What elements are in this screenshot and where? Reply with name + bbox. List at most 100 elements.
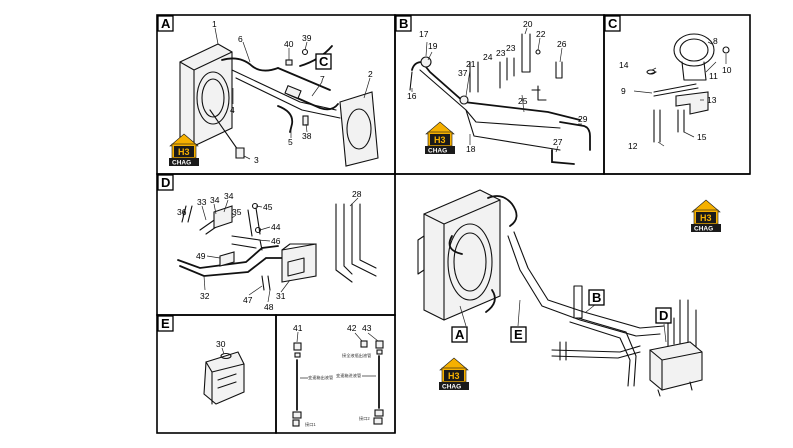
callout-11: 11	[709, 71, 718, 81]
hose-7	[287, 93, 339, 111]
callout-28: 28	[352, 189, 362, 199]
note-1: 接全液瓶出液管	[342, 352, 371, 359]
callout-34-a: 34	[210, 195, 220, 205]
callout-3: 3	[254, 155, 259, 165]
callout-27: 27	[553, 137, 563, 147]
svg-text:CHAG: CHAG	[172, 160, 191, 167]
callout-14: 14	[619, 60, 629, 70]
panel-d-drawing	[177, 197, 377, 303]
panel-b-drawing	[409, 27, 591, 165]
callout-30: 30	[216, 339, 226, 349]
callout-45: 45	[263, 202, 273, 212]
callout-39: 39	[302, 33, 312, 43]
callout-34-b: 34	[224, 191, 234, 201]
callout-41: 41	[293, 323, 303, 333]
callout-47: 47	[243, 295, 253, 305]
callout-2: 2	[368, 69, 373, 79]
section-e-label: E	[161, 316, 170, 331]
callout-35: 35	[232, 207, 242, 217]
section-b-label: B	[399, 16, 408, 31]
callout-32: 32	[200, 291, 210, 301]
callout-7: 7	[320, 74, 325, 84]
overview-b-label: B	[592, 290, 601, 305]
callout-43: 43	[362, 323, 372, 333]
svg-text:CHAG: CHAG	[442, 384, 461, 391]
callout-10: 10	[722, 65, 732, 75]
section-b-box	[395, 15, 412, 32]
upper-hose	[221, 57, 279, 72]
callout-8: 8	[713, 36, 718, 46]
callout-26: 26	[557, 39, 567, 49]
overview-d-box	[655, 307, 672, 324]
callout-48: 48	[264, 302, 274, 312]
callout-4: 4	[230, 105, 235, 115]
section-a-label: A	[161, 16, 171, 31]
callout-29: 29	[578, 114, 588, 124]
panel-c-drawing	[633, 33, 730, 147]
callout-40: 40	[284, 39, 294, 49]
brand-logo-a: H3 CHAG	[168, 133, 200, 167]
callout-36: 36	[177, 207, 187, 217]
panel-f-drawing	[292, 331, 384, 427]
callout-16: 16	[407, 91, 417, 101]
section-d-box	[157, 174, 174, 191]
inner-c-box	[315, 53, 332, 70]
callout-22: 22	[536, 29, 546, 39]
svg-text:H3: H3	[448, 371, 460, 381]
callout-23: 23	[496, 48, 506, 58]
callout-19: 19	[428, 41, 438, 51]
panel-a-drawing: C	[179, 27, 379, 167]
callout-17: 17	[419, 29, 429, 39]
section-a-box	[157, 15, 174, 32]
callout-31: 31	[276, 291, 286, 301]
callout-20: 20	[523, 19, 533, 29]
callout-46: 46	[271, 236, 281, 246]
overview-e-label: E	[514, 327, 523, 342]
callout-42: 42	[347, 323, 357, 333]
callout-33: 33	[197, 197, 207, 207]
callout-44: 44	[271, 222, 281, 232]
callout-9: 9	[621, 86, 626, 96]
svg-text:H3: H3	[434, 135, 446, 145]
callout-25: 25	[518, 96, 528, 106]
note-4: 接口1	[305, 421, 316, 428]
callout-38: 38	[302, 131, 312, 141]
inner-c-label: C	[319, 54, 329, 69]
callout-49: 49	[196, 251, 206, 261]
callout-12: 12	[628, 141, 638, 151]
section-d-label: D	[161, 175, 170, 190]
svg-text:H3: H3	[700, 213, 712, 223]
note-2: 变速箱出液管	[308, 374, 333, 381]
overview-a-label: A	[455, 327, 465, 342]
svg-text:H3: H3	[178, 147, 190, 157]
overview-a-box	[451, 326, 468, 343]
callout-13: 13	[707, 95, 717, 105]
overview-d-label: D	[659, 308, 668, 323]
brand-logo-overview-bottom: H3 CHAG	[438, 357, 470, 391]
panel-e-drawing	[203, 347, 245, 405]
hose-5	[277, 105, 294, 133]
brand-logo-b: H3 CHAG	[424, 121, 456, 155]
note-5: 接口2	[359, 415, 370, 422]
callout-37: 37	[458, 68, 468, 78]
section-c-box	[604, 15, 621, 32]
fan-shroud	[339, 91, 379, 167]
svg-text:CHAG: CHAG	[428, 148, 447, 155]
svg-text:CHAG: CHAG	[694, 226, 713, 233]
panel-c-frame	[603, 14, 751, 175]
callout-6: 6	[238, 34, 243, 44]
callout-5: 5	[288, 137, 293, 147]
callout-23b: 23	[506, 43, 516, 53]
overview-drawing	[417, 189, 703, 397]
callout-21: 21	[466, 59, 476, 69]
section-e-box	[157, 315, 174, 332]
callout-18: 18	[466, 144, 476, 154]
callout-24: 24	[483, 52, 493, 62]
note-3: 变速箱进液管	[336, 372, 361, 379]
brand-logo-overview-top: H3 CHAG	[690, 199, 722, 233]
overview-b-box	[588, 289, 605, 306]
callout-1: 1	[212, 19, 217, 29]
section-c-label: C	[608, 16, 618, 31]
callout-15: 15	[697, 132, 707, 142]
